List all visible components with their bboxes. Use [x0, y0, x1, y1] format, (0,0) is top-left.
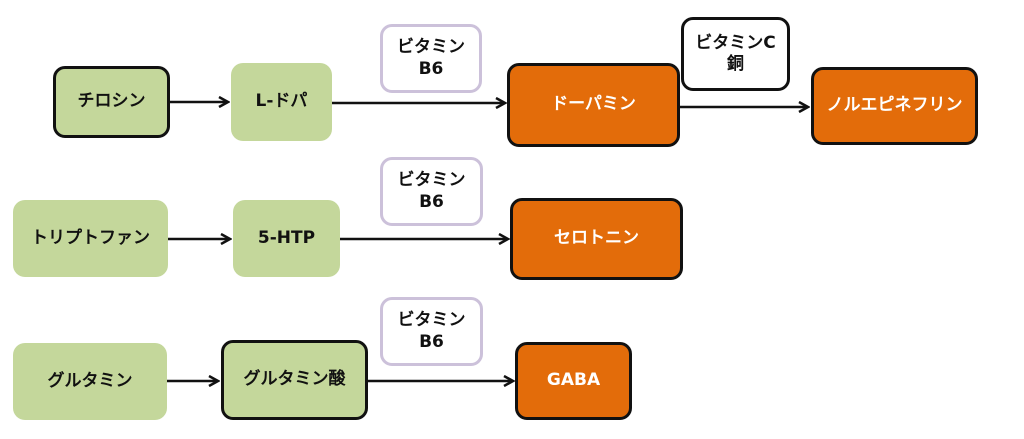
node-l-dopa: L-ドパ: [231, 63, 332, 141]
node-norepinephrine: ノルエピネフリン: [811, 67, 978, 145]
node-serotonin: セロトニン: [510, 198, 683, 280]
cofactor-vitamin-b6: ビタミン B6: [380, 297, 483, 366]
node-glutamic-acid: グルタミン酸: [221, 340, 368, 420]
node-tyrosine: チロシン: [53, 66, 170, 138]
cofactor-vitamin-b6: ビタミン B6: [380, 24, 482, 93]
node-glutamine: グルタミン: [13, 343, 167, 420]
cofactor-vitamin-c-copper: ビタミンC 銅: [681, 17, 790, 91]
node-dopamine: ドーパミン: [507, 63, 680, 147]
node-gaba: GABA: [515, 342, 632, 420]
cofactor-vitamin-b6: ビタミン B6: [380, 157, 483, 226]
node-5-htp: 5-HTP: [233, 200, 340, 277]
node-tryptophan: トリプトファン: [13, 200, 168, 277]
